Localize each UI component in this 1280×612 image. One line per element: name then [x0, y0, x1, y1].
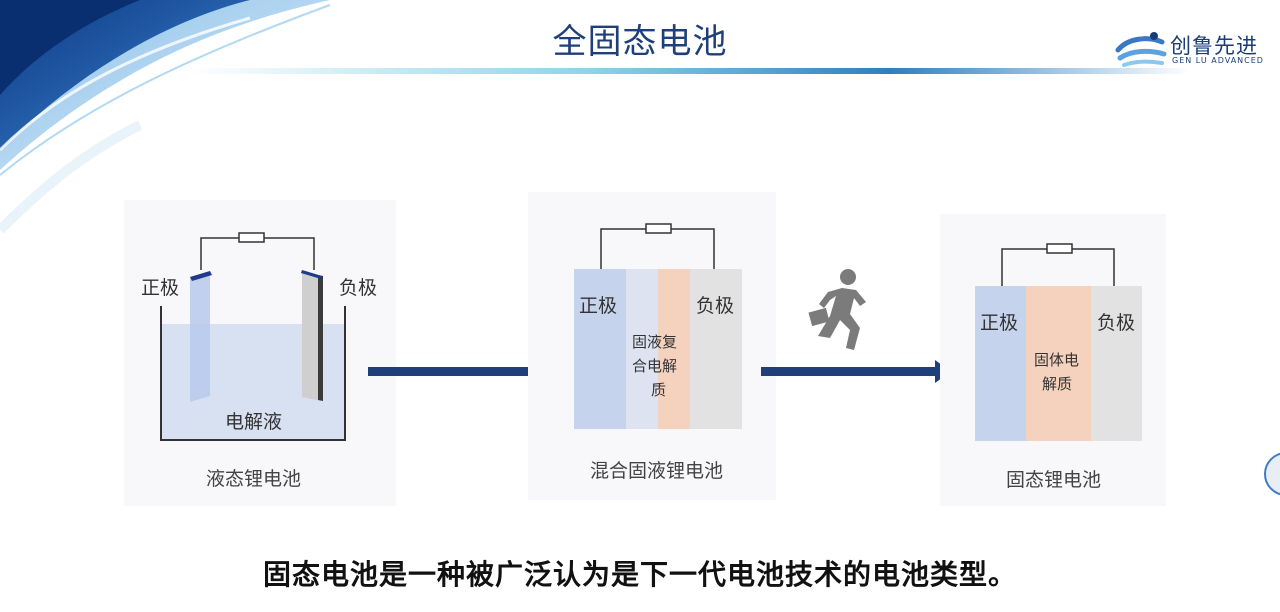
logo-name-cn: 创鲁先进	[1170, 34, 1258, 58]
liquid-battery-caption: 液态锂电池	[206, 468, 302, 490]
hybrid-electrolyte-label-line1: 固液复	[632, 333, 678, 351]
hybrid-electrolyte-label-line3: 质	[651, 381, 667, 399]
hybrid-electrolyte-label-line2: 合电解	[632, 357, 678, 375]
hybrid-battery-diagram	[574, 223, 742, 429]
solid-electrolyte-label-line2: 解质	[1042, 375, 1073, 393]
title-underline	[190, 68, 1190, 74]
summary-statement: 固态电池是一种被广泛认为是下一代电池技术的电池类型。	[262, 558, 1017, 591]
solid-electrolyte-label-line1: 固体电	[1034, 351, 1080, 369]
arrow-right-icon	[761, 360, 951, 383]
hybrid-positive-label: 正极	[579, 295, 618, 317]
wave-logo-icon	[1115, 32, 1167, 67]
liquid-electrolyte-label: 电解液	[225, 411, 283, 433]
hybrid-battery-caption: 混合固液锂电池	[590, 460, 724, 482]
liquid-negative-label: 负极	[339, 277, 378, 299]
running-person-icon	[808, 269, 866, 350]
company-logo: 创鲁先进 GEN LU ADVANCED	[1114, 28, 1264, 72]
page-title: 全固态电池	[552, 22, 728, 62]
avatar[interactable]	[1264, 452, 1280, 496]
solid-negative-label: 负极	[1097, 312, 1136, 334]
solid-positive-label: 正极	[980, 312, 1019, 334]
logo-name-en: GEN LU ADVANCED	[1172, 56, 1264, 65]
hybrid-negative-label: 负极	[696, 295, 735, 317]
liquid-battery-diagram	[160, 232, 346, 441]
solid-battery-diagram	[975, 243, 1142, 441]
corner-swoosh-decoration	[0, 0, 331, 234]
liquid-positive-label: 正极	[141, 277, 180, 299]
solid-battery-caption: 固态锂电池	[1006, 469, 1102, 491]
